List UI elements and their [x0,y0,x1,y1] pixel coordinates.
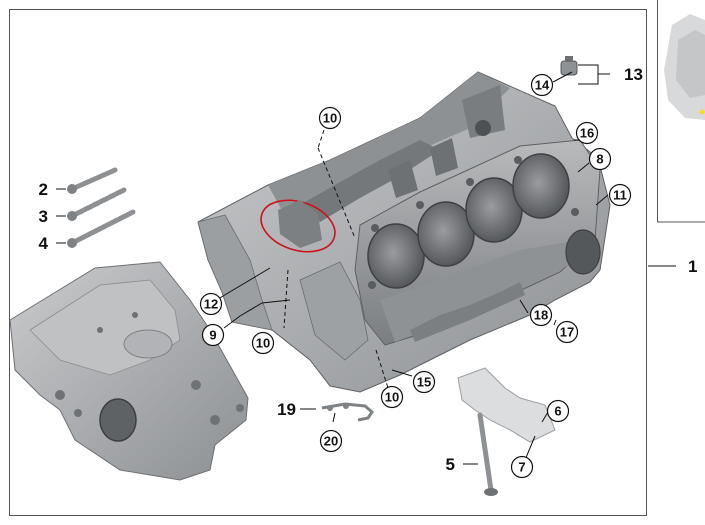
callout-circle [319,429,343,453]
callout-label: 11 [613,188,627,203]
callout-label: 6 [554,404,561,419]
callout-c10a: 10 [318,106,342,130]
callout-circle [510,455,534,479]
engine-block-part [197,71,611,393]
callout-c17: 17 [555,320,579,344]
callout-p2: 2 [39,180,48,199]
leader-lines [56,64,676,465]
callout-label: 20 [324,434,338,449]
bracket-part-6 [457,367,556,443]
callout-label: 10 [323,111,337,126]
callout-label: 16 [580,126,594,141]
callout-c7: 7 [510,455,534,479]
bolt-part-5 [477,412,498,496]
callout-circle [529,303,553,327]
callout-circle [251,331,275,355]
callout-c14: 14 [530,73,554,97]
callout-label: 15 [417,375,431,390]
callout-circle [575,121,599,145]
callout-c8: 8 [588,147,612,171]
callout-c10b: 10 [251,331,275,355]
callout-p5: 5 [446,455,455,474]
callout-circle [546,399,570,423]
callout-c12: 12 [199,292,223,316]
inset-frame [657,0,705,223]
callout-label: 18 [534,308,548,323]
callout-circle [199,292,223,316]
callout-circle [588,147,612,171]
diagram-frame [9,9,647,516]
timing-cover-part [9,261,249,481]
callout-c6: 6 [546,399,570,423]
bolt-part-2 [67,167,118,194]
callout-c18: 18 [529,303,553,327]
callout-p1: 1 [688,257,697,276]
callout-p19: 19 [277,400,296,419]
inset-thumbnail-image [664,14,705,120]
callout-label: 7 [518,460,525,475]
circled-callouts: 10 14 168 11 12 9 10 18 17 15 10 6 7 20 [199,73,632,479]
callout-label: 10 [385,390,399,405]
clip-part-19 [321,402,374,422]
highlight-circle [260,199,336,253]
bolt-part-4 [67,209,136,248]
callout-c15: 15 [412,370,436,394]
callout-circle [608,183,632,207]
sensor-part-14 [560,56,578,76]
callout-label: 12 [204,297,218,312]
callout-circle [201,323,225,347]
callout-circle [380,385,404,409]
callout-circle [555,320,579,344]
callout-p3: 3 [39,207,48,226]
callout-p13: 13 [624,65,643,84]
callout-label: 8 [596,152,603,167]
bolt-part-3 [67,187,127,221]
callout-label: 9 [209,328,216,343]
callout-p4: 4 [39,234,49,253]
dashed-leader-lines [283,129,389,389]
callout-c16: 16 [575,121,599,145]
callout-circle [412,370,436,394]
callout-circle [530,73,554,97]
callout-circle [318,106,342,130]
callout-label: 14 [535,78,550,93]
callout-c11: 11 [608,183,632,207]
callout-label: 10 [256,336,270,351]
callout-label: 17 [560,325,574,340]
callout-c9: 9 [201,323,225,347]
oil-channel-detail [278,200,322,248]
callout-c20: 20 [319,429,343,453]
callout-c10c: 10 [380,385,404,409]
